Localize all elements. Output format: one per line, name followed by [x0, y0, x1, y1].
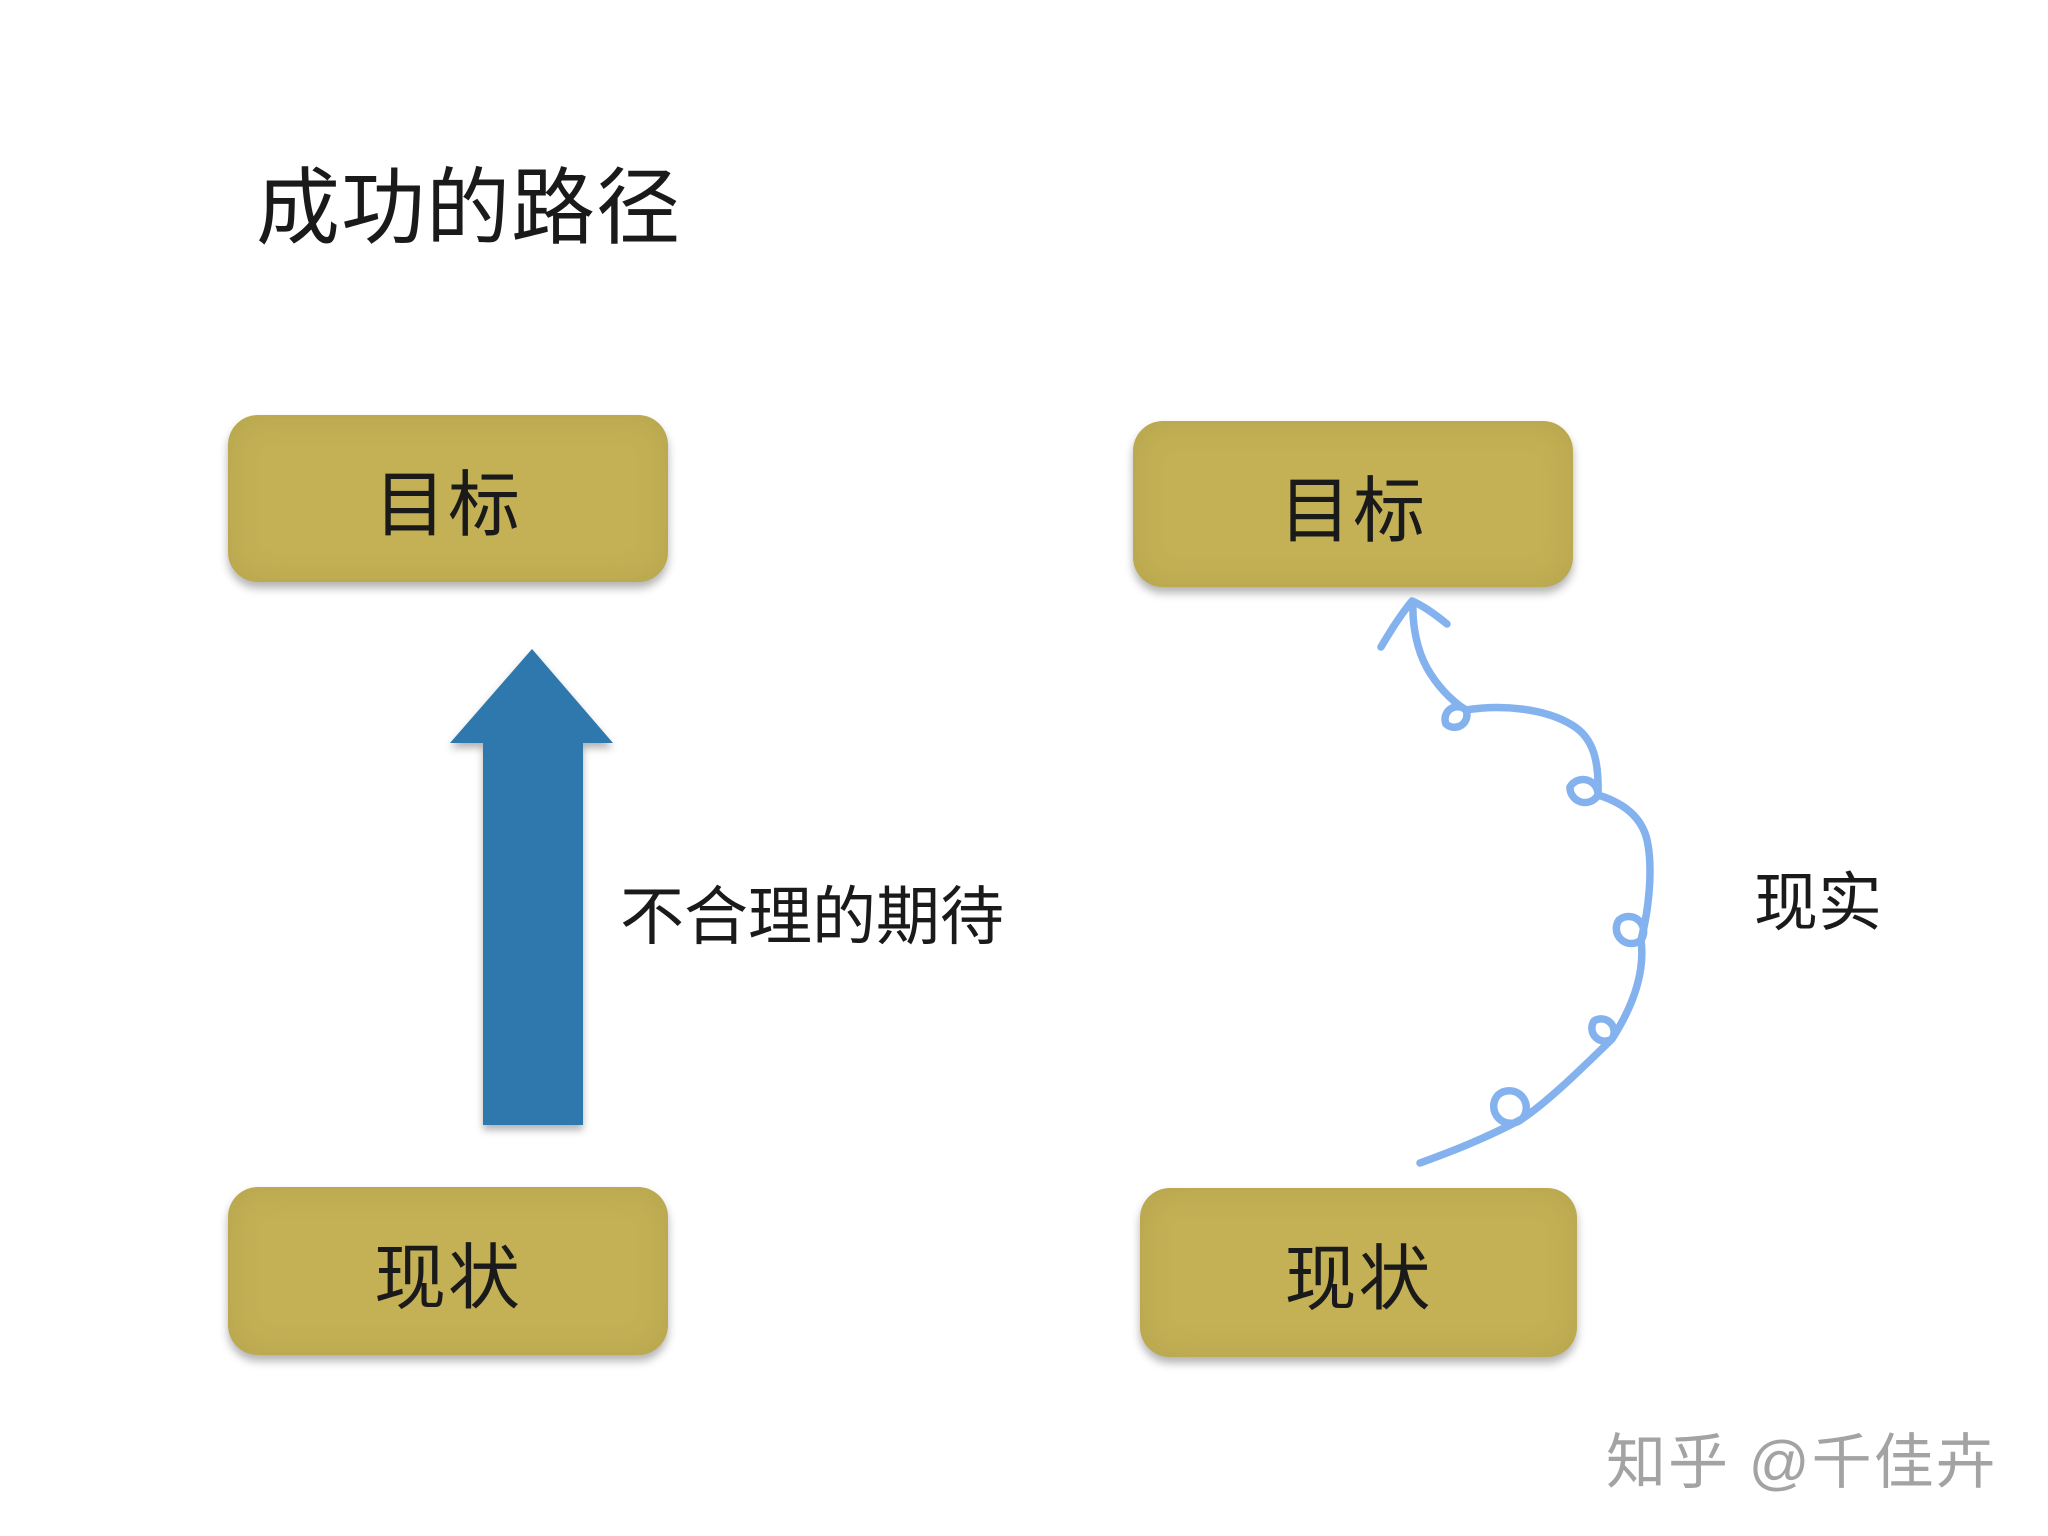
left-goal-box: 目标: [228, 415, 668, 582]
watermark: 知乎 @千佳卉: [1606, 1429, 1998, 1496]
page-title: 成功的路径: [256, 161, 682, 255]
left-status-box: 现状: [228, 1187, 668, 1355]
right-status-box-label: 现状: [1284, 1240, 1433, 1320]
straight-up-arrow-icon: [450, 649, 613, 1125]
left-status-box-label: 现状: [373, 1238, 522, 1319]
squiggly-path-icon: [1409, 598, 1654, 1167]
right-goal-box-label: 目标: [1278, 471, 1427, 552]
left-arrow-label: 不合理的期待: [620, 881, 1004, 953]
squiggly-arrowhead-icon: [1377, 597, 1451, 651]
right-goal-box: 目标: [1133, 421, 1573, 587]
right-status-box: 现状: [1140, 1188, 1577, 1357]
left-goal-box-label: 目标: [373, 466, 522, 546]
right-arrow-label: 现实: [1754, 867, 1882, 939]
